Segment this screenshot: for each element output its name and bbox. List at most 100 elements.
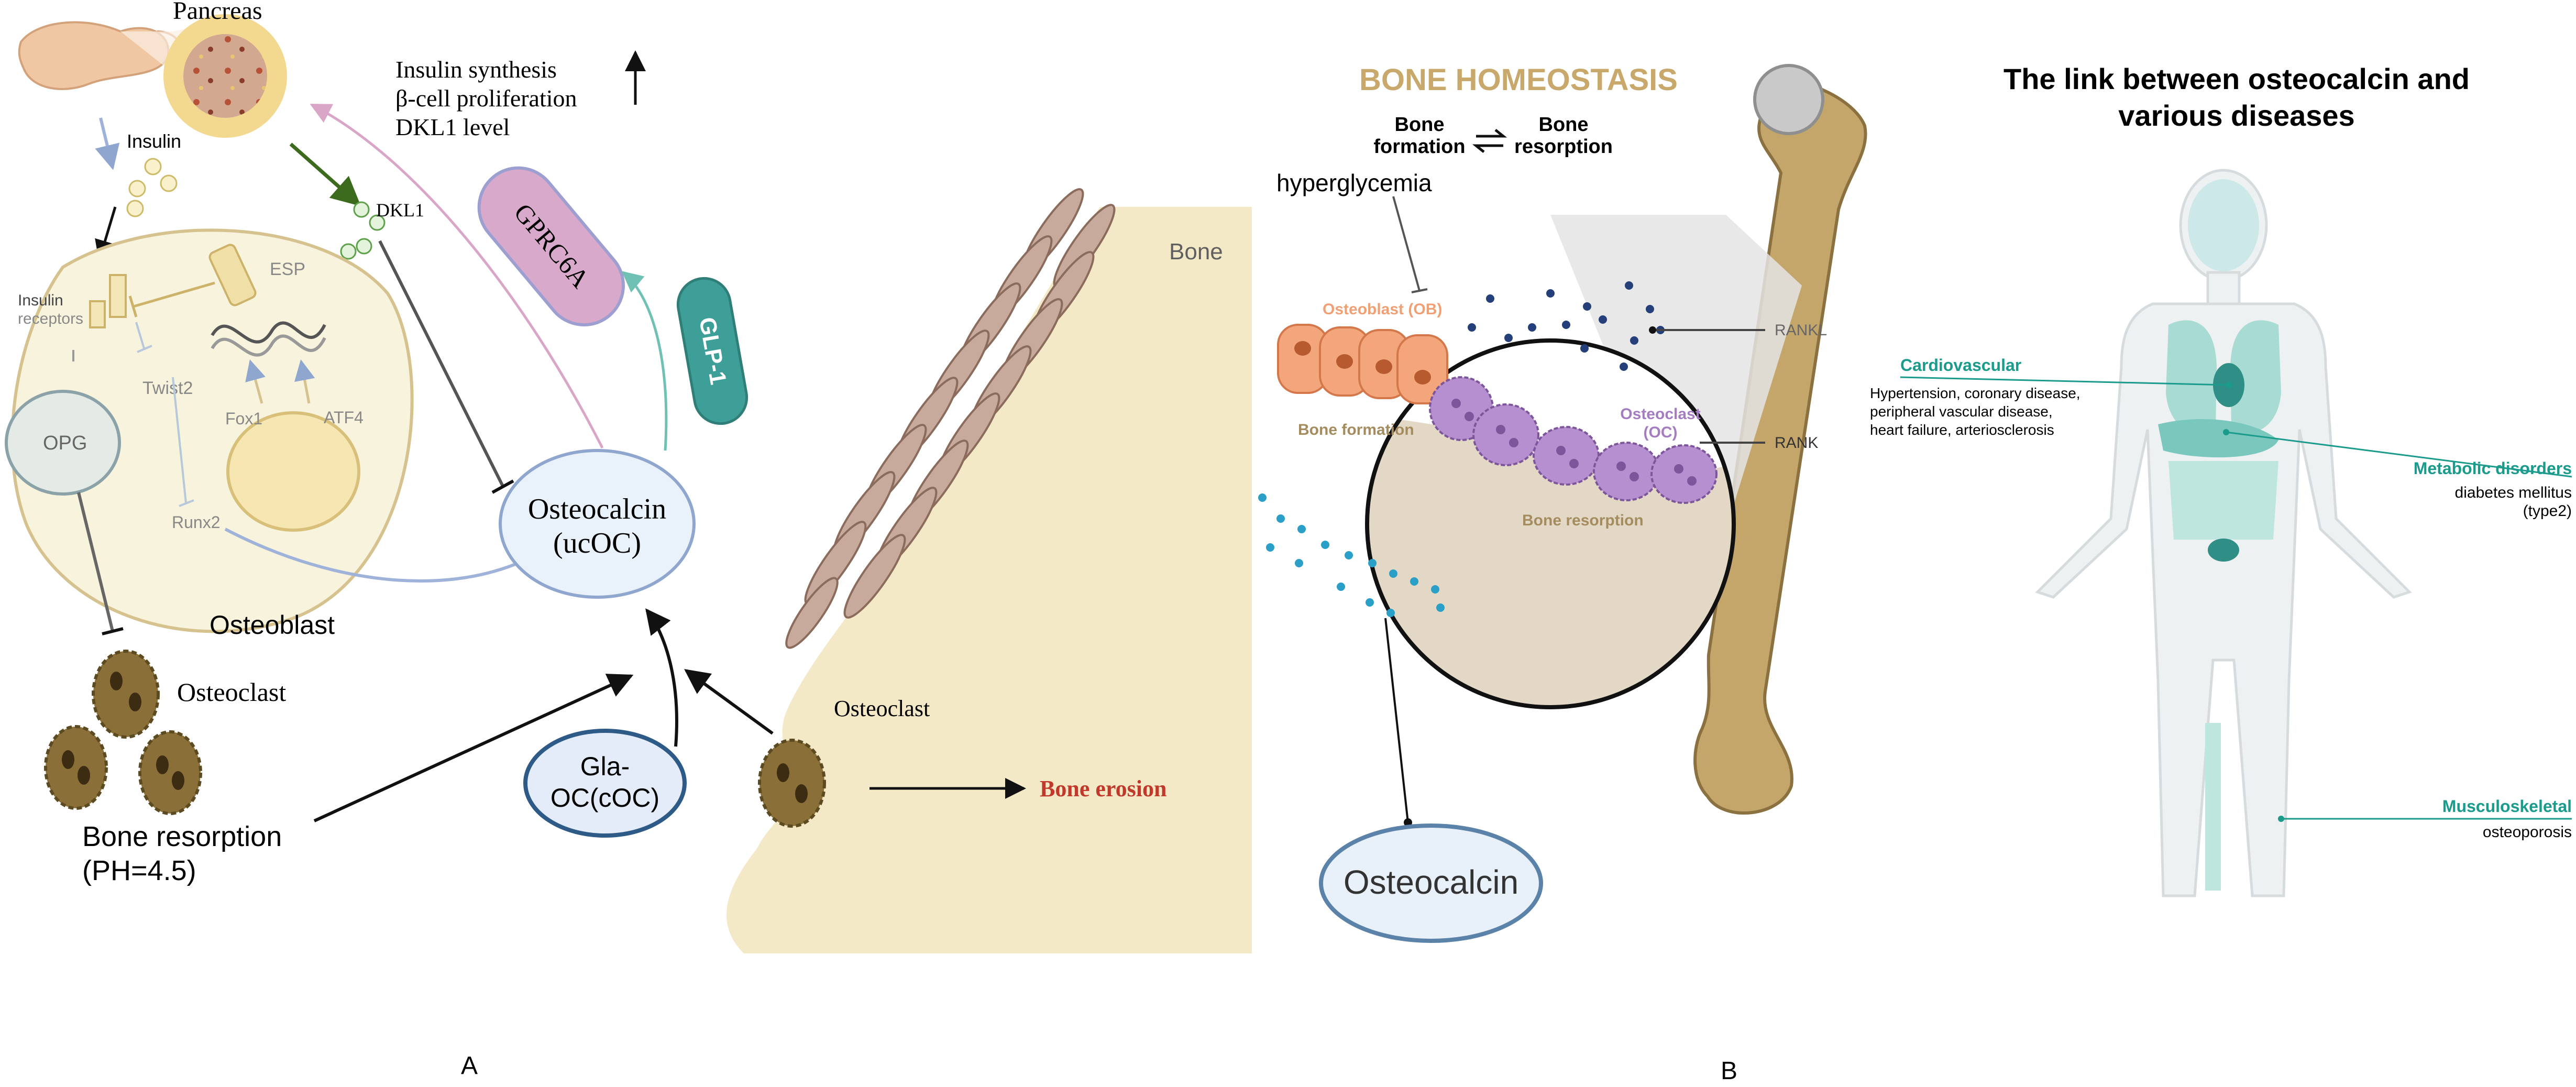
runx2-line <box>172 377 187 503</box>
glp1-receptor <box>676 277 748 425</box>
disease-title-1: The link between osteocalcin and <box>2003 62 2470 95</box>
gla-oc-label-2: OC(cOC) <box>551 783 659 812</box>
osteoblast-nuclei <box>1294 341 1431 385</box>
opg-osteoclast-line <box>77 492 114 632</box>
dkl1-inhibit-line <box>378 240 504 487</box>
osteoblast-label: Osteoblast <box>210 610 335 640</box>
twist2-label: Twist2 <box>142 378 193 398</box>
osteoclast-oc-label-1: Osteoclast <box>1620 405 1700 423</box>
hyperglycemia-label: hyperglycemia <box>1276 169 1432 196</box>
bone-resorption-header-2: resorption <box>1514 136 1613 158</box>
osteocalcin-ucoc-label-2: (ucOC) <box>553 527 641 559</box>
runx2-osteocalcin-arrow <box>224 528 555 583</box>
esp-receptor <box>208 244 257 306</box>
osteocalcin-pointer-line <box>1384 618 1409 823</box>
panel-a-label: A <box>461 1052 478 1080</box>
fox1-label: Fox1 <box>225 409 262 428</box>
osteocalcin-dots <box>1258 493 1445 617</box>
insulin-effect-3: DKL1 level <box>395 114 510 140</box>
osteoclast-nuclei <box>1451 399 1697 486</box>
hyperglycemia-inhibit-bar <box>1411 288 1428 293</box>
insulin-receptor-short <box>89 300 106 328</box>
atf4-arrow <box>294 359 315 404</box>
opg-label: OPG <box>43 432 87 454</box>
osteocalcin-ellipse <box>1319 824 1543 943</box>
osteoblast-row <box>1277 324 1448 404</box>
bone-resorption-label-2: (PH=4.5) <box>82 855 196 886</box>
cardiovascular-line <box>1900 376 2229 386</box>
musculoskeletal-detail-1: osteoporosis <box>2483 824 2572 841</box>
gla-oc-label-1: Gla- <box>580 752 630 781</box>
panel-b-label: B <box>1721 1057 1737 1084</box>
osteoclast-label-left: Osteoclast <box>177 677 286 707</box>
dkl1-inhibit-bar <box>491 479 514 494</box>
dkl1-label: DKL1 <box>376 200 424 221</box>
osteoblast-cell <box>10 228 414 633</box>
islet-core <box>183 34 267 118</box>
bone-label: Bone <box>1169 239 1223 265</box>
rankl-dots <box>1468 281 1665 371</box>
pancreas-feedback-arrow <box>310 103 604 449</box>
dna-strand-1 <box>211 321 326 344</box>
bone-formation-header-1: Bone <box>1395 114 1445 136</box>
bone-resorption-label-1: Bone resorption <box>82 821 282 852</box>
esp-inhibit-bar <box>128 295 138 317</box>
insulin-receptors-label-1: Insulin <box>18 292 63 309</box>
insulin-molecules <box>126 158 178 217</box>
disease-title-2: various diseases <box>2118 99 2354 132</box>
opg-inhibit-bar-bottom <box>102 627 124 635</box>
esp-label: ESP <box>270 259 305 279</box>
osteoblast-ob-label: Osteoblast (OB) <box>1323 301 1442 318</box>
bone-zoom-circle <box>1365 338 1736 709</box>
osteoclast-to-ucoc-arrow <box>684 669 774 735</box>
runx2-label: Runx2 <box>172 513 221 532</box>
insulin-receptors-label-2: receptors <box>18 310 83 327</box>
esp-inhibit-line <box>133 281 215 308</box>
glp1-arrow <box>621 271 668 451</box>
bone-formation-header-2: formation <box>1373 136 1465 158</box>
femur-bone <box>1693 64 1867 815</box>
resorption-arrow <box>313 674 634 822</box>
twist2-inhibit-line <box>135 322 145 349</box>
bone-resorption-header-1: Bone <box>1539 114 1589 136</box>
bone-lining-cells <box>785 188 1116 649</box>
cardiovascular-label: Cardiovascular <box>1900 356 2021 375</box>
osteocalcin-label: Osteocalcin <box>1344 863 1518 901</box>
rank-label: RANK <box>1775 434 1818 452</box>
bone-homeostasis-title: BONE HOMEOSTASIS <box>1359 63 1678 97</box>
cardiovascular-detail-3: heart failure, arteriosclerosis <box>1870 422 2054 438</box>
organs <box>2158 179 2281 891</box>
cardiovascular-dot <box>2226 382 2232 388</box>
dkl1-arrow <box>289 142 361 206</box>
osteocalcin-ucoc-label-1: Osteocalcin <box>528 493 666 525</box>
musculoskeletal-dot <box>2278 816 2284 822</box>
bone-erosion-label: Bone erosion <box>1040 776 1166 801</box>
cardiovascular-detail-1: Hypertension, coronary disease, <box>1870 385 2080 401</box>
gla-oc-ellipse <box>523 729 687 838</box>
musculoskeletal-label: Musculoskeletal <box>2442 797 2572 816</box>
osteoclast-oc-label-2: (OC) <box>1644 424 1678 441</box>
osteocalcin-ucoc-ellipse <box>499 449 696 599</box>
metabolic-detail-2: (type2) <box>2523 502 2572 520</box>
osteoclast-row <box>1429 376 1718 504</box>
metabolic-line <box>2226 431 2572 478</box>
bone-region <box>726 207 1252 953</box>
cardiovascular-detail-2: peripheral vascular disease, <box>1870 403 2053 420</box>
bone-formation-label: Bone formation <box>1298 421 1414 438</box>
bone-resorption-label: Bone resorption <box>1522 512 1644 529</box>
runx2-inhibit-bar <box>179 499 194 507</box>
metabolic-detail-1: diabetes mellitus <box>2455 484 2572 501</box>
metabolic-dot <box>2223 429 2229 435</box>
rankl-label: RANKL <box>1775 322 1827 339</box>
gprc6a-receptor <box>477 166 625 327</box>
opg-circle <box>5 390 121 496</box>
pancreas-insulin-arrow <box>95 117 120 170</box>
gla-to-ucoc-arrow <box>645 608 678 747</box>
hyperglycemia-line <box>1392 196 1421 291</box>
atf4-label: ATF4 <box>324 408 364 427</box>
fox1-arrow <box>245 359 266 404</box>
insulin-effect-1: Insulin synthesis <box>395 56 557 83</box>
osteoclast-cluster-left <box>44 650 202 815</box>
